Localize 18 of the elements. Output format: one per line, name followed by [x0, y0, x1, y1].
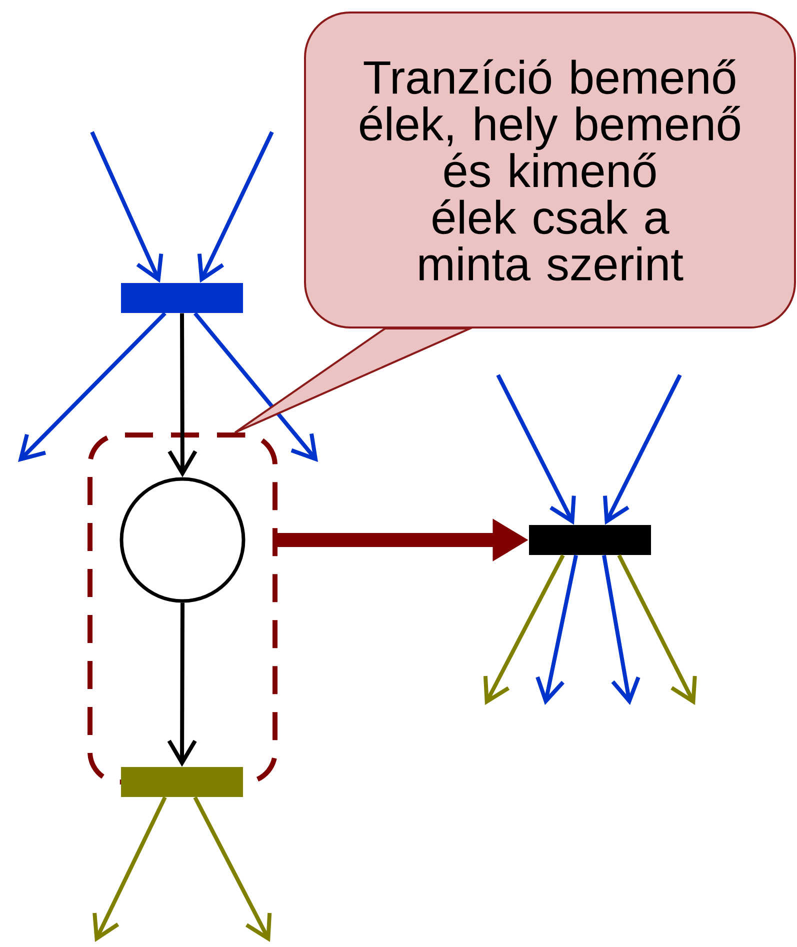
transition-bar: [529, 525, 651, 555]
transition-bar: [121, 767, 243, 797]
arrow: [167, 602, 197, 767]
arrow: [168, 313, 198, 478]
arrow: [90, 131, 164, 283]
arrow: [92, 796, 167, 942]
arrow: [602, 554, 640, 705]
arrow: [536, 554, 578, 705]
arrow: [193, 796, 272, 942]
arrow: [603, 374, 682, 525]
arrow: [496, 374, 576, 525]
place-circle: [120, 477, 246, 603]
arrow: [617, 554, 697, 706]
transition-bar: [121, 283, 243, 313]
arrow: [193, 312, 318, 462]
arrow: [483, 554, 565, 706]
arrow: [197, 131, 274, 283]
arrow: [18, 312, 166, 462]
